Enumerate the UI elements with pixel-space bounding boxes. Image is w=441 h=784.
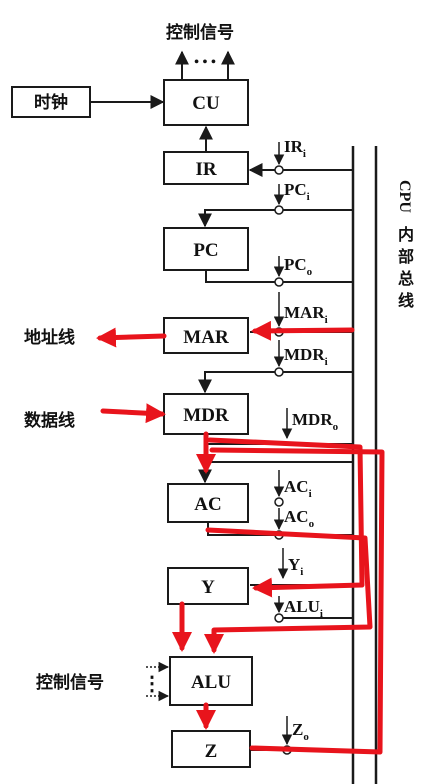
mar-in-signal: MARi <box>284 303 328 326</box>
red-bus-to-mar <box>251 320 355 341</box>
mar-box <box>163 317 249 354</box>
bus-label-char-4: 线 <box>398 291 414 310</box>
cu-label: CU <box>192 93 220 114</box>
mdr-input-line <box>198 371 353 394</box>
ac-label: AC <box>194 494 221 515</box>
alu-box <box>169 656 253 706</box>
clock-box <box>11 86 91 118</box>
ir-in-gate <box>274 165 284 175</box>
mdr-label: MDR <box>183 405 229 426</box>
ac-in-gate <box>274 497 284 507</box>
red-z-to-bus <box>209 447 385 755</box>
red-annotation-paths <box>96 320 385 755</box>
clock-label: 时钟 <box>34 92 68 113</box>
mdr-in-gate <box>274 367 284 377</box>
red-ac-route <box>204 527 373 654</box>
alu-control-label: 控制信号 <box>36 672 104 693</box>
y-in-signal: Yi <box>288 555 303 578</box>
cu-box <box>163 79 249 126</box>
pc-in-gate <box>274 205 284 215</box>
top-control-label: 控制信号 <box>166 22 234 43</box>
alu-control-dots: ⋮ <box>142 673 162 695</box>
mdr-in-signal: MDRi <box>284 345 328 368</box>
red-data-to-mdr <box>100 403 166 424</box>
alu-in-gate <box>274 613 284 623</box>
cu-output-dots: • • • <box>194 55 216 70</box>
bus-label-char-3: 总 <box>398 269 414 288</box>
red-mdr-route-right <box>207 437 365 598</box>
bus-label: CPU 内 部 总 线 <box>396 180 414 310</box>
ir-in-signal: IRi <box>284 137 306 160</box>
z-label: Z <box>205 741 218 762</box>
ac-box <box>167 483 249 523</box>
ir-box <box>163 151 249 185</box>
pc-box <box>163 227 249 271</box>
pc-label: PC <box>193 240 218 261</box>
red-mar-to-address <box>96 327 167 348</box>
y-label: Y <box>201 577 215 598</box>
z-out-signal: Zo <box>292 720 309 743</box>
pc-out-gate <box>274 277 284 287</box>
ir-label: IR <box>195 159 216 180</box>
pc-input-line <box>198 209 353 228</box>
ac-in-signal: ACi <box>284 477 312 500</box>
bus-label-char-2: 部 <box>398 247 414 266</box>
alu-label: ALU <box>191 672 231 693</box>
pc-output-line <box>205 270 353 283</box>
address-line-label: 地址线 <box>24 327 75 348</box>
bus-label-char-1: 内 <box>398 225 414 244</box>
pc-out-signal: PCo <box>284 255 313 278</box>
mdr-out-signal: MDRo <box>292 410 339 433</box>
ac-out-signal: ACo <box>284 507 315 530</box>
mar-label: MAR <box>183 327 229 348</box>
pc-in-signal: PCi <box>284 180 310 203</box>
alu-in-signal: ALUi <box>284 597 323 620</box>
y-box <box>167 567 249 605</box>
bus-label-latin: CPU <box>396 180 413 213</box>
data-line-label: 数据线 <box>24 410 75 431</box>
